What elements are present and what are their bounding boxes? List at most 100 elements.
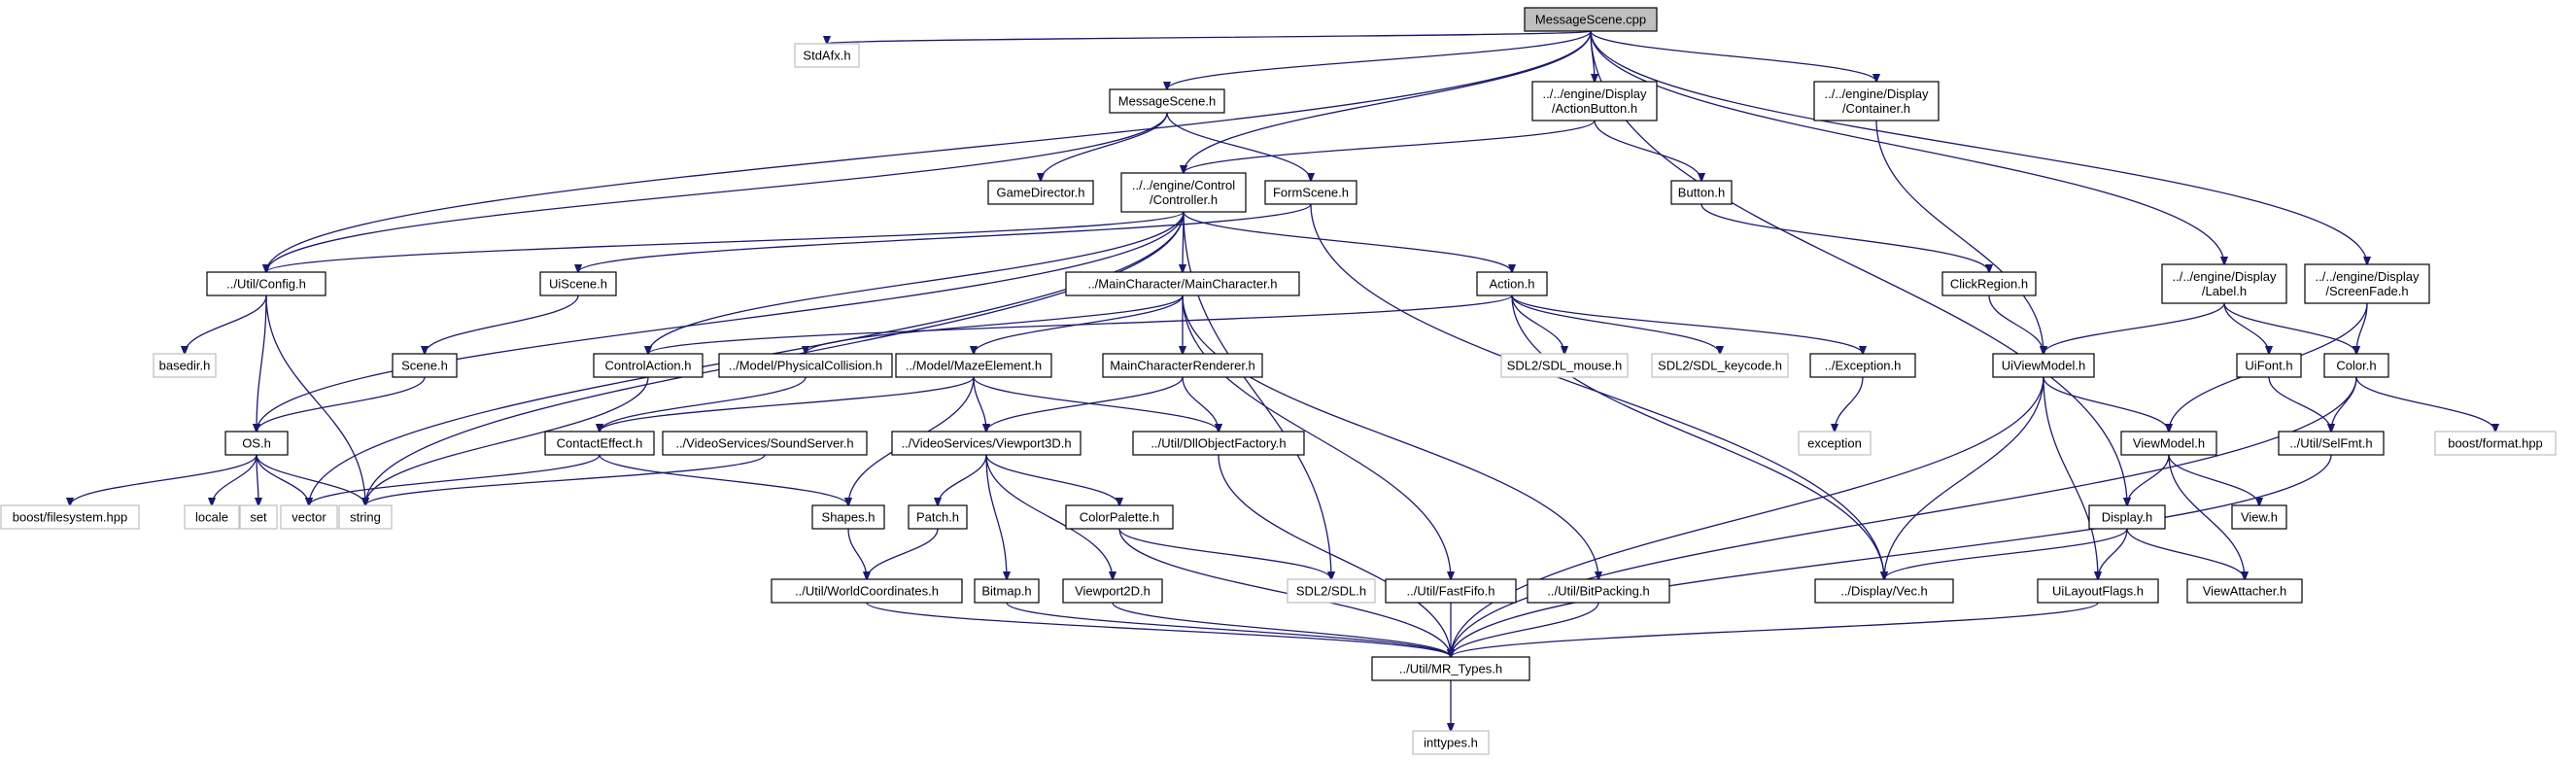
node-label: View.h bbox=[2241, 510, 2278, 525]
node-viewattacher[interactable]: ViewAttacher.h bbox=[2186, 578, 2303, 604]
edge-controlaction-to-string bbox=[365, 376, 649, 505]
edge-uiviewmodel-to-uilayoutflags bbox=[2043, 376, 2098, 579]
node-box bbox=[392, 353, 458, 378]
node-label: OS.h bbox=[242, 436, 271, 451]
node-viewmodel[interactable]: ViewModel.h bbox=[2120, 431, 2217, 456]
node-label: ViewAttacher.h bbox=[2203, 584, 2286, 599]
node-label: ../Util/Config.h bbox=[226, 277, 306, 292]
node-label: ../Exception.h bbox=[1825, 359, 1902, 373]
node-label: ../Util/DllObjectFactory.h bbox=[1151, 436, 1286, 451]
node-viewport2d[interactable]: Viewport2D.h bbox=[1062, 578, 1163, 604]
node-color[interactable]: Color.h bbox=[2323, 353, 2389, 378]
node-button[interactable]: Button.h bbox=[1670, 180, 1733, 205]
edge-color-to-mrtypes bbox=[1451, 376, 2357, 657]
node-screenfade[interactable]: ../../engine/Display/ScreenFade.h bbox=[2304, 263, 2430, 304]
node-sdlkeycode[interactable]: SDL2/SDL_keycode.h bbox=[1651, 353, 1789, 378]
node-label: ../../engine/Display bbox=[1825, 87, 1929, 101]
node-vec[interactable]: ../Display/Vec.h bbox=[1814, 578, 1954, 604]
edge-uiscene-to-scene bbox=[425, 294, 579, 354]
node-config[interactable]: ../Util/Config.h bbox=[206, 271, 326, 296]
edge-container-to-uiviewmodel bbox=[1875, 120, 2044, 354]
node-worldcoords[interactable]: ../Util/WorldCoordinates.h bbox=[771, 578, 963, 604]
node-scene[interactable]: Scene.h bbox=[392, 353, 458, 378]
edge-msgsceneh-to-config bbox=[266, 112, 1168, 272]
node-shapes[interactable]: Shapes.h bbox=[811, 504, 885, 530]
node-formscene[interactable]: FormScene.h bbox=[1264, 180, 1357, 205]
node-uiscene[interactable]: UiScene.h bbox=[539, 271, 617, 296]
edge-scene-to-osh bbox=[257, 376, 426, 432]
node-bitpacking[interactable]: ../Util/BitPacking.h bbox=[1527, 578, 1670, 604]
node-sdlmouse[interactable]: SDL2/SDL_mouse.h bbox=[1500, 353, 1629, 378]
node-label: locale bbox=[195, 510, 228, 525]
node-inttypes[interactable]: inttypes.h bbox=[1412, 730, 1490, 755]
node-physcoll[interactable]: ../Model/PhysicalCollision.h bbox=[718, 353, 893, 378]
node-box bbox=[1102, 353, 1263, 378]
node-msgsceneh[interactable]: MessageScene.h bbox=[1109, 88, 1225, 114]
node-stdafx[interactable]: StdAfx.h bbox=[794, 43, 860, 68]
node-label: ColorPalette.h bbox=[1080, 510, 1159, 525]
node-exception[interactable]: exception bbox=[1798, 431, 1872, 456]
node-label: MainCharacterRenderer.h bbox=[1110, 359, 1255, 373]
node-uifont[interactable]: UiFont.h bbox=[2236, 353, 2302, 378]
node-set[interactable]: set bbox=[239, 504, 278, 530]
node-label: /Label.h bbox=[2202, 284, 2247, 298]
node-viewh[interactable]: View.h bbox=[2231, 504, 2287, 530]
node-display[interactable]: Display.h bbox=[2088, 504, 2166, 530]
node-box bbox=[987, 180, 1094, 205]
node-label: ../../engine/Display bbox=[2316, 269, 2420, 284]
node-label: StdAfx.h bbox=[803, 49, 850, 63]
node-root[interactable]: MessageScene.cpp bbox=[1524, 7, 1658, 32]
edge-dllobjfactory-to-mrtypes bbox=[1218, 454, 1451, 657]
node-fastfifo[interactable]: ../Util/FastFifo.h bbox=[1385, 578, 1517, 604]
node-label: ../Display/Vec.h bbox=[1840, 584, 1928, 599]
node-basedir[interactable]: basedir.h bbox=[153, 353, 217, 378]
node-label: FormScene.h bbox=[1273, 186, 1349, 200]
edge-action-to-sdlkeycode bbox=[1511, 294, 1720, 354]
node-colorpalette[interactable]: ColorPalette.h bbox=[1065, 504, 1174, 530]
node-label: string bbox=[350, 510, 381, 525]
node-box bbox=[206, 271, 326, 296]
node-soundserver[interactable]: ../VideoServices/SoundServer.h bbox=[662, 431, 868, 456]
edge-mazeelem-to-contacteffect bbox=[600, 376, 975, 432]
node-bitmap[interactable]: Bitmap.h bbox=[974, 578, 1040, 604]
node-uiviewmodel[interactable]: UiViewModel.h bbox=[1992, 353, 2095, 378]
node-controlaction[interactable]: ControlAction.h bbox=[593, 353, 704, 378]
node-mcrenderer[interactable]: MainCharacterRenderer.h bbox=[1102, 353, 1263, 378]
node-mrtypes[interactable]: ../Util/MR_Types.h bbox=[1371, 656, 1530, 681]
node-vector[interactable]: vector bbox=[280, 504, 338, 530]
node-mazeelem[interactable]: ../Model/MazeElement.h bbox=[895, 353, 1052, 378]
node-locale[interactable]: locale bbox=[184, 504, 240, 530]
node-actionbutton[interactable]: ../../engine/Display/ActionButton.h bbox=[1531, 81, 1658, 121]
node-sdl[interactable]: SDL2/SDL.h bbox=[1287, 578, 1376, 604]
node-contacteffect[interactable]: ContactEffect.h bbox=[544, 431, 655, 456]
node-label: vector bbox=[292, 510, 326, 525]
node-boostformat[interactable]: boost/format.hpp bbox=[2434, 431, 2557, 456]
node-viewport3d[interactable]: ../VideoServices/Viewport3D.h bbox=[891, 431, 1082, 456]
node-label: ../../engine/Display bbox=[1543, 87, 1647, 101]
edge-uiviewmodel-to-mrtypes bbox=[1451, 376, 2044, 657]
node-selfmt[interactable]: ../Util/SelFmt.h bbox=[2278, 431, 2385, 456]
node-osh[interactable]: OS.h bbox=[224, 431, 289, 456]
node-exception-h[interactable]: ../Exception.h bbox=[1809, 353, 1916, 378]
node-controller[interactable]: ../../engine/Control/Controller.h bbox=[1120, 172, 1247, 213]
edge-label-to-uiviewmodel bbox=[2044, 302, 2225, 354]
node-action[interactable]: Action.h bbox=[1476, 271, 1548, 296]
edge-root-to-stdafx bbox=[827, 30, 1592, 44]
node-box bbox=[794, 43, 860, 68]
node-clickregion[interactable]: ClickRegion.h bbox=[1941, 271, 2037, 296]
node-label: Shapes.h bbox=[822, 510, 876, 525]
node-label: Bitmap.h bbox=[981, 584, 1031, 599]
node-uilayoutflags[interactable]: UiLayoutFlags.h bbox=[2037, 578, 2159, 604]
node-label[interactable]: ../../engine/Display/Label.h bbox=[2161, 263, 2287, 304]
node-boostfs[interactable]: boost/filesystem.hpp bbox=[0, 504, 140, 530]
node-dllobjfactory[interactable]: ../Util/DllObjectFactory.h bbox=[1132, 431, 1305, 456]
node-container[interactable]: ../../engine/Display/Container.h bbox=[1813, 81, 1940, 121]
node-mainchar[interactable]: ../MainCharacter/MainCharacter.h bbox=[1065, 271, 1300, 296]
node-box bbox=[974, 578, 1040, 604]
node-label: ../Util/MR_Types.h bbox=[1399, 662, 1502, 676]
node-gamedirector[interactable]: GameDirector.h bbox=[987, 180, 1094, 205]
node-string[interactable]: string bbox=[338, 504, 393, 530]
edge-uiviewmodel-to-vec bbox=[1884, 376, 2044, 579]
node-patch[interactable]: Patch.h bbox=[908, 504, 968, 530]
node-label: ../../engine/Control bbox=[1132, 178, 1235, 192]
